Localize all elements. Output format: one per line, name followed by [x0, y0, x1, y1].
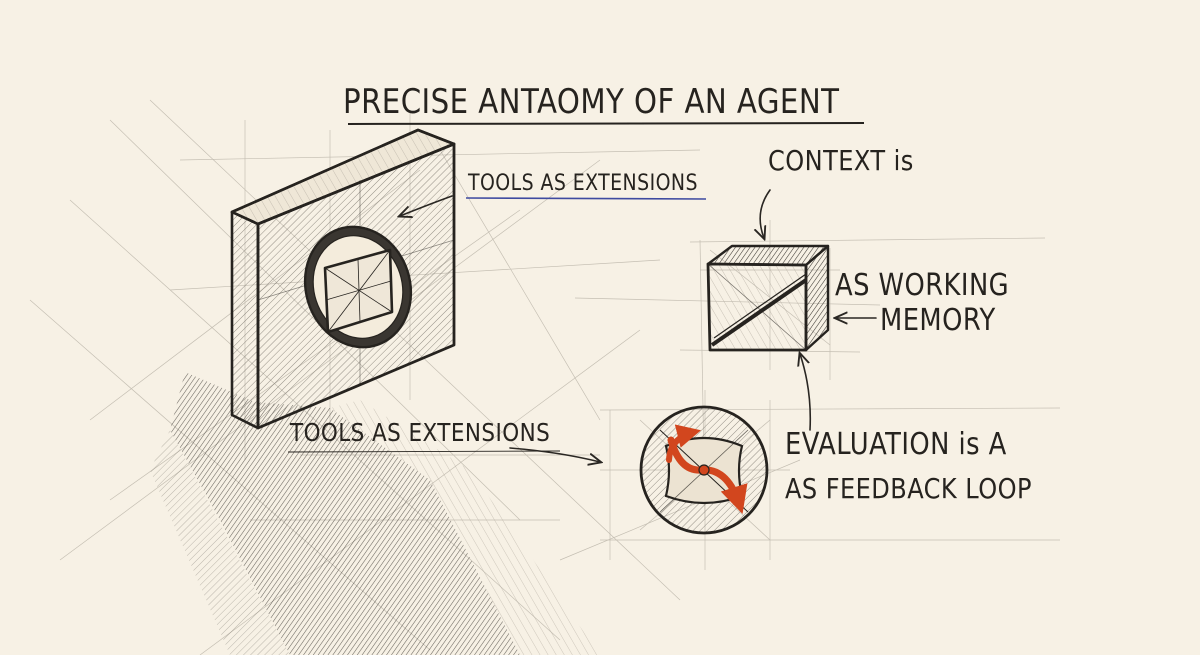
panel-shadow: [150, 372, 600, 655]
working-memory-label-line2: MEMORY: [880, 303, 996, 338]
page-title: PRECISE ANTAOMY OF AN AGENT: [343, 82, 840, 122]
evaluation-label-line2: AS FEEDBACK LOOP: [785, 472, 1032, 505]
tools-label-top: TOOLS AS EXTENSIONS: [468, 171, 698, 196]
working-memory-label-line1: AS WORKING: [835, 268, 1010, 303]
annotation-arrows: [400, 189, 877, 462]
feedback-loop-icon: [639, 405, 769, 535]
context-label: CONTEXT is: [768, 144, 914, 177]
title-underline: [347, 122, 865, 125]
context-cube-icon: [706, 244, 830, 352]
tools-bottom-underline: [287, 450, 561, 453]
evaluation-label-line1: EVALUATION is A: [785, 427, 1007, 462]
tools-label-underline: [465, 197, 707, 200]
tool-panel-icon: [230, 128, 456, 430]
tools-label-bottom: TOOLS AS EXTENSIONS: [290, 418, 551, 447]
